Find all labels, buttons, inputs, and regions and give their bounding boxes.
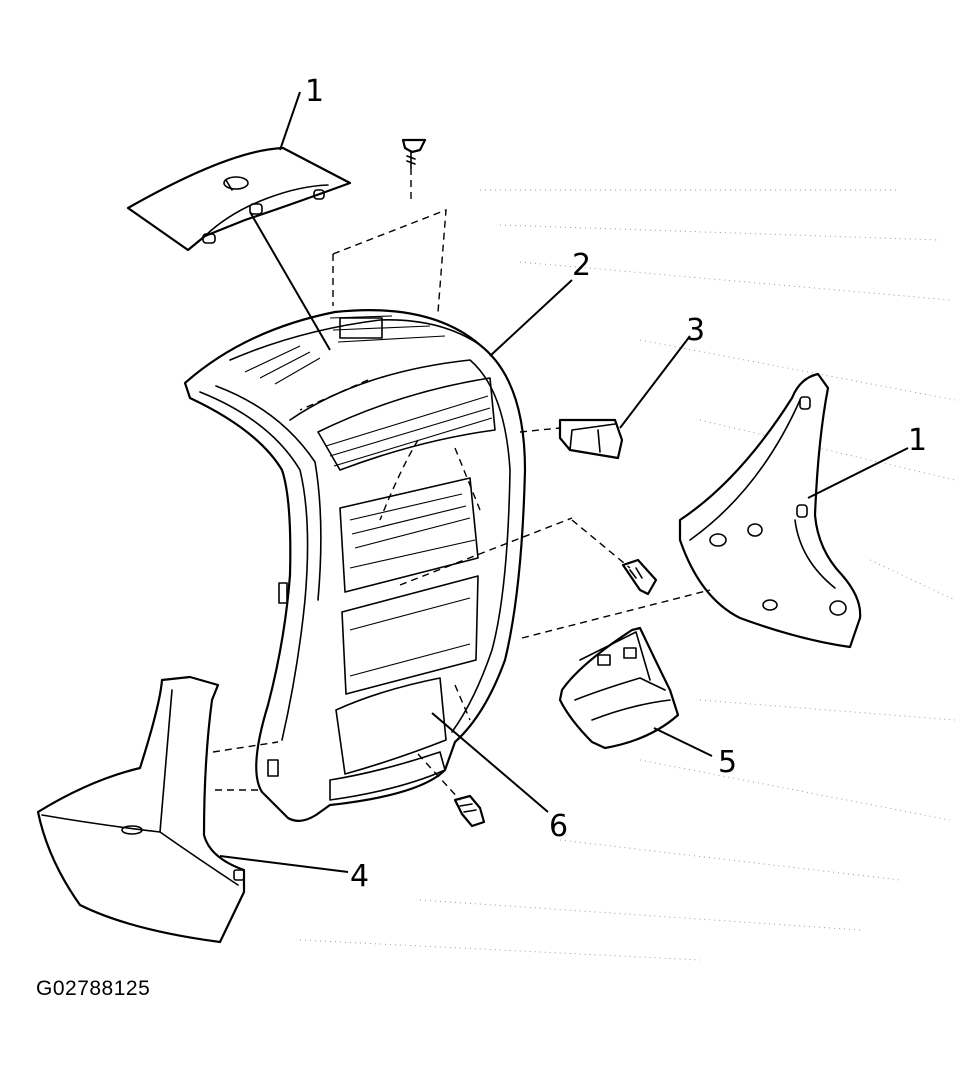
clip bbox=[558, 418, 624, 460]
callout-2: 2 bbox=[572, 248, 591, 283]
right-side-panel bbox=[678, 372, 862, 649]
leader-lines bbox=[219, 91, 909, 873]
callout-4: 4 bbox=[350, 859, 369, 894]
mounting-bracket bbox=[558, 626, 680, 750]
callout-3: 3 bbox=[686, 313, 705, 348]
lower-screw bbox=[453, 794, 486, 828]
lower-left-panel bbox=[36, 675, 246, 944]
callout-labels: 1 2 3 1 5 6 4 bbox=[305, 74, 927, 894]
main-bezel bbox=[183, 309, 527, 822]
callout-1-top: 1 bbox=[305, 74, 324, 109]
callout-5: 5 bbox=[718, 745, 737, 780]
background-shading bbox=[299, 189, 956, 961]
callout-6: 6 bbox=[549, 809, 568, 844]
installation-lines bbox=[212, 168, 711, 801]
top-cover-panel bbox=[126, 146, 352, 252]
right-screw bbox=[621, 558, 658, 596]
top-screw bbox=[401, 138, 427, 169]
callout-1-right: 1 bbox=[908, 423, 927, 458]
figure-id: G02788125 bbox=[36, 977, 150, 1000]
